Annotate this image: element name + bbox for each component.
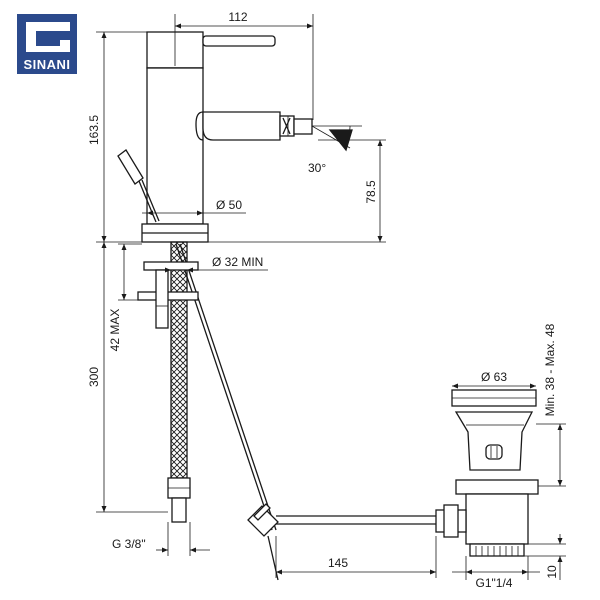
dim-hose-length: 300 [87, 367, 101, 387]
dim-angle: 30° [308, 161, 326, 175]
dim-drain-bottom: 10 [545, 565, 559, 579]
dim-spout-height: 78.5 [364, 180, 378, 204]
dim-hole-min: Ø 32 MIN [212, 255, 263, 269]
faucet-body [141, 31, 313, 243]
dim-width-top: 112 [228, 10, 247, 24]
dim-connection: G 3/8" [112, 537, 146, 551]
dim-deck-max: 42 MAX [108, 309, 122, 352]
dim-drain-range: Min. 38 - Max. 48 [543, 323, 557, 416]
dim-drain-diameter: Ø 63 [481, 370, 507, 384]
dimension-lines [96, 14, 566, 580]
flex-hose [137, 241, 199, 523]
dim-rod-length: 145 [328, 556, 348, 570]
brand-name: SINANI [23, 57, 70, 72]
sinani-logo: SINANI [17, 14, 77, 74]
dim-diameter-body: Ø 50 [216, 198, 242, 212]
drain-waste [247, 389, 539, 581]
dim-drain-thread: G1"1/4 [476, 576, 513, 590]
dimension-labels: 112 163.5 78.5 30° Ø 50 Ø 32 MIN 42 MAX … [87, 10, 559, 590]
dim-height-total: 163.5 [87, 115, 101, 145]
